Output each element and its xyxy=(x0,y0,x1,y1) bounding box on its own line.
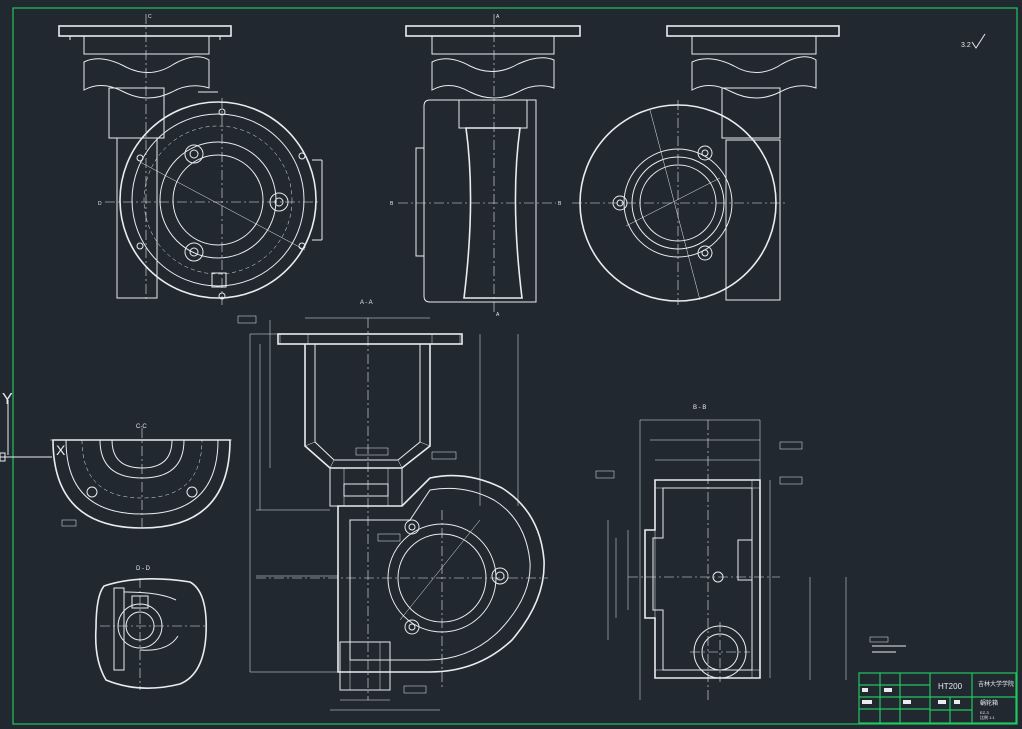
title-school: 吉林大学学院 xyxy=(978,680,1014,688)
technical-note xyxy=(869,636,906,653)
view-letter-d: D xyxy=(98,201,102,207)
ucs-icon: Y X xyxy=(0,391,66,462)
view-letter-a-top: A xyxy=(496,14,500,20)
view-letter-b-right: B xyxy=(558,201,562,207)
section-dd-label: D - D xyxy=(136,566,151,572)
section-aa-label: A - A xyxy=(360,300,373,306)
ucs-y-label: Y xyxy=(2,391,13,408)
title-part-name: 蜗轮箱 xyxy=(980,699,998,707)
section-d-d: D - D xyxy=(94,566,207,690)
title-sub1: EZ-3 xyxy=(980,710,989,715)
rear-view xyxy=(572,25,840,305)
view-letter-b-left: B xyxy=(390,201,394,207)
section-cc-label: C-C xyxy=(136,424,147,430)
front-view: C D xyxy=(58,14,323,305)
title-block: HT200 吉林大学学院 蜗轮箱 EZ-3 比例 1:1 xyxy=(858,672,1017,724)
title-sub2: 比例 1:1 xyxy=(980,714,995,720)
roughness-symbol: 3.2 xyxy=(961,33,986,49)
view-letter-a-bottom: A xyxy=(496,312,500,318)
view-letter-c: C xyxy=(148,14,152,20)
drawing-border xyxy=(12,7,1018,725)
roughness-value: 3.2 xyxy=(961,42,971,49)
title-material: HT200 xyxy=(938,682,963,691)
section-b-b: B - B xyxy=(595,405,847,700)
side-view: A A B B xyxy=(390,14,581,318)
ucs-x-label: X xyxy=(56,442,66,458)
section-c-c: C-C xyxy=(50,424,232,529)
section-a-a: A - A xyxy=(237,300,548,711)
section-bb-label: B - B xyxy=(693,405,706,411)
